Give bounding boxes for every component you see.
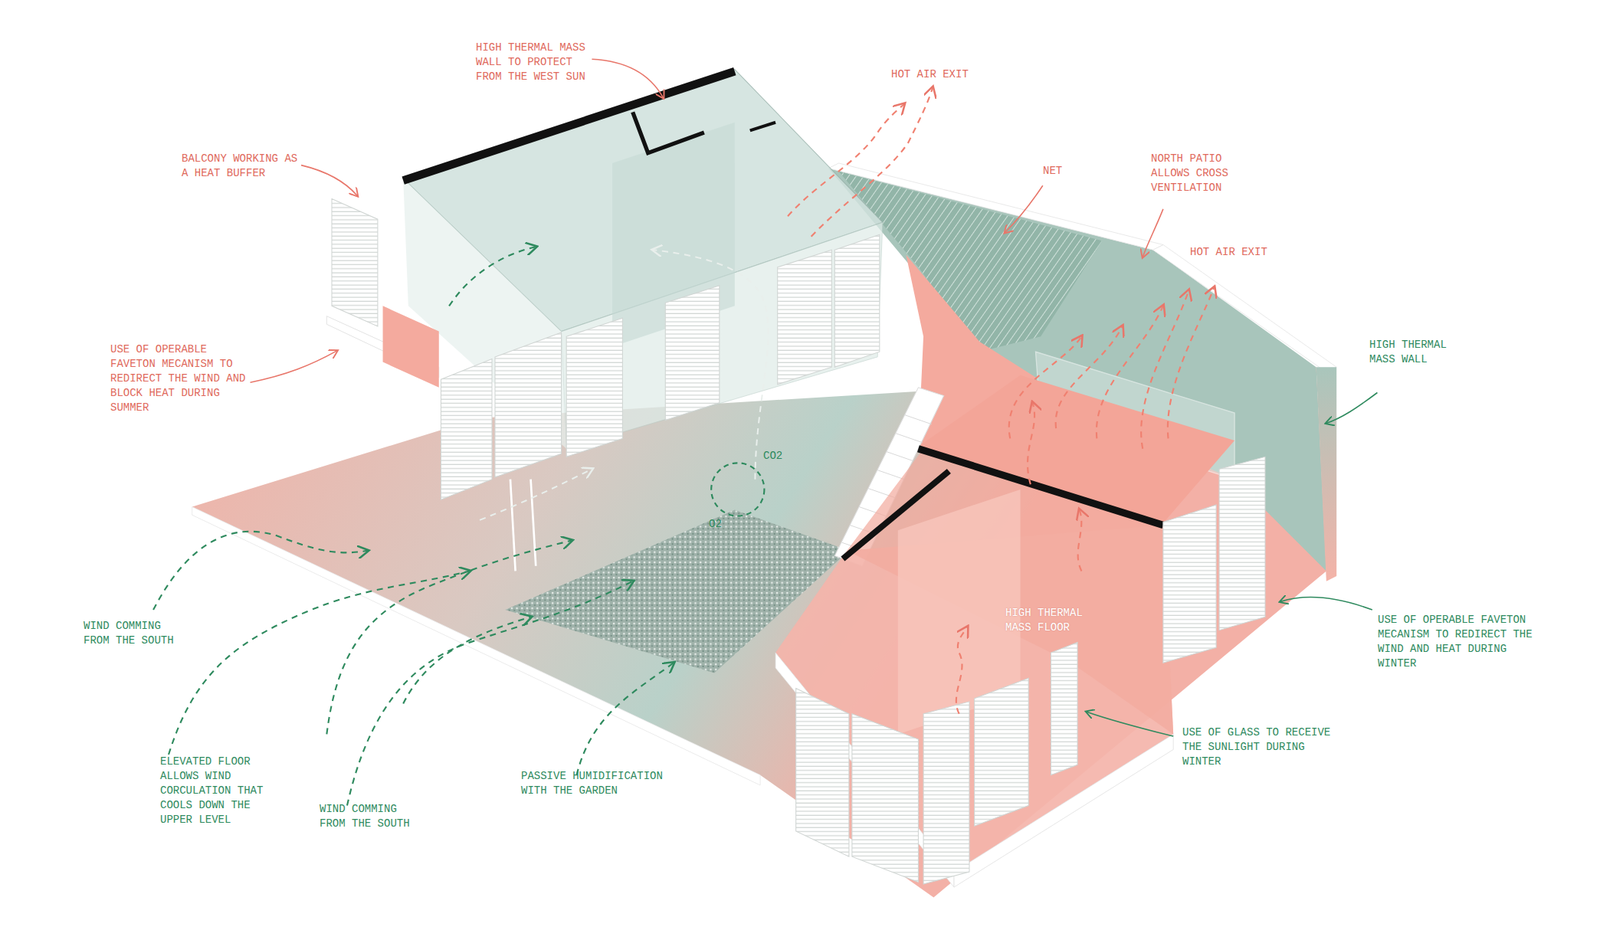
callout-label: HOT AIR EXIT (1190, 245, 1270, 260)
callout-label: O2 (708, 517, 725, 532)
callout-label: HOT AIR EXIT (891, 67, 971, 82)
callout-label: HIGH THERMAL MASS WALL (1369, 337, 1450, 368)
callout-label: WIND COMMING FROM THE SOUTH (83, 619, 177, 649)
callout-label: HIGH THERMAL MASS FLOOR (1005, 606, 1086, 636)
callout-label: CO2 (763, 449, 786, 464)
callout-label: WIND COMMING FROM THE SOUTH (319, 802, 413, 832)
callout-label: NET (1042, 163, 1066, 179)
callout-label: PASSIVE HUMIDIFICATION WITH THE GARDEN (521, 769, 666, 799)
callout-label: USE OF GLASS TO RECEIVE THE SUNLIGHT DUR… (1182, 725, 1334, 770)
callout-label: HIGH THERMAL MASS WALL TO PROTECT FROM T… (475, 40, 588, 85)
callout-label: NORTH PATIO ALLOWS CROSS VENTILATION (1150, 151, 1231, 196)
callout-label: ELEVATED FLOOR ALLOWS WIND CORCULATION T… (160, 754, 266, 828)
callout-label: USE OF OPERABLE FAVETON MECANISM TO REDI… (1377, 613, 1535, 672)
callout-label: BALCONY WORKING AS A HEAT BUFFER (181, 151, 301, 181)
callout-label: USE OF OPERABLE FAVETON MECANISM TO REDI… (110, 342, 249, 416)
